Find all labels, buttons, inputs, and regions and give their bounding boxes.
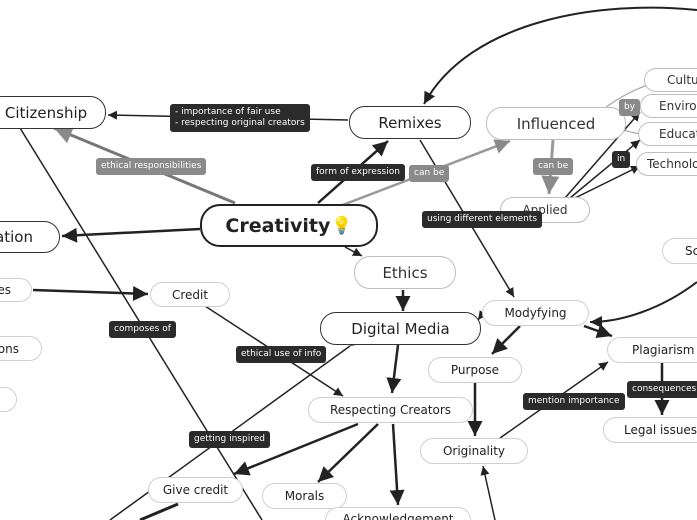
label-ethical-use-of-info: ethical use of info [236,346,327,363]
edge-respecting-give-credit [233,422,359,476]
edge-top-arc [423,6,697,105]
node-education-left[interactable]: ation [0,221,60,253]
node-legal-issues[interactable]: Legal issues [603,417,697,443]
label-consequences: consequences [627,381,697,398]
node-influenced[interactable]: Influenced [486,107,626,140]
label-composes-of: composes of [109,321,176,338]
node-education[interactable]: Educat [638,122,697,146]
label-ethical-responsibilities: ethical responsibilities [96,158,207,175]
node-modyfying[interactable]: Modyfying [482,300,589,326]
node-environment[interactable]: Enviro [640,94,697,118]
label-by: by [619,99,641,116]
label-mention-importance: mention importance [523,393,625,410]
label-form-of-expression: form of expression [311,164,405,181]
node-left-ons[interactable]: ons [0,336,42,361]
edge-creativity-education [61,227,201,243]
label-in: in [612,151,631,168]
node-technology[interactable]: Technolo [636,152,697,176]
node-plagiarism[interactable]: Plagiarism [607,337,697,363]
edge-applied-technology [574,165,641,199]
node-purpose[interactable]: Purpose [428,357,522,383]
edge-right-modyfying [589,281,697,328]
node-remixes[interactable]: Remixes [349,106,471,139]
edge-applied-environment [564,111,641,199]
label-can-be-1: can be [409,165,450,182]
label-fair-use-line-1: - importance of fair use [175,107,281,117]
node-culture[interactable]: Cultu [644,68,697,92]
node-give-credit[interactable]: Give credit [148,477,243,503]
node-morals[interactable]: Morals [262,483,347,509]
edge-applied-education [569,139,641,199]
node-acknowledgement[interactable]: Acknowledgement [325,507,471,520]
edge-digital-media-respecting [386,344,402,394]
edge-modyfying-purpose [491,325,521,355]
label-can-be-2: can be [533,158,574,175]
edge-originality-up [480,465,496,520]
node-citizenship[interactable]: Citizenship [0,96,106,129]
node-credit[interactable]: Credit [150,282,230,307]
edge-respecting-acknowledgement [389,423,405,506]
node-digital-media[interactable]: Digital Media [320,312,481,345]
node-respecting-creators[interactable]: Respecting Creators [308,397,473,423]
node-creativity[interactable]: Creativity💡 [200,204,378,247]
creativity-label: Creativity [225,214,331,237]
node-originality[interactable]: Originality [420,438,528,464]
label-getting-inspired: getting inspired [189,431,270,448]
edge-creativity-ethics [344,246,363,257]
node-left-es[interactable]: es [0,278,32,302]
edge-respecting-morals [317,423,379,483]
edge-es-credit [32,285,149,301]
edge-modyfying-plagiarism [583,323,613,339]
node-right-sc[interactable]: Sc [662,238,697,264]
label-using-different-elements: using different elements [422,211,543,228]
label-fair-use: - importance of fair use - respecting or… [170,104,310,132]
lightbulb-icon: 💡 [331,215,353,236]
node-ethics[interactable]: Ethics [354,256,456,289]
edge-give-credit-down [139,502,179,520]
label-fair-use-line-2: - respecting original creators [175,117,305,128]
